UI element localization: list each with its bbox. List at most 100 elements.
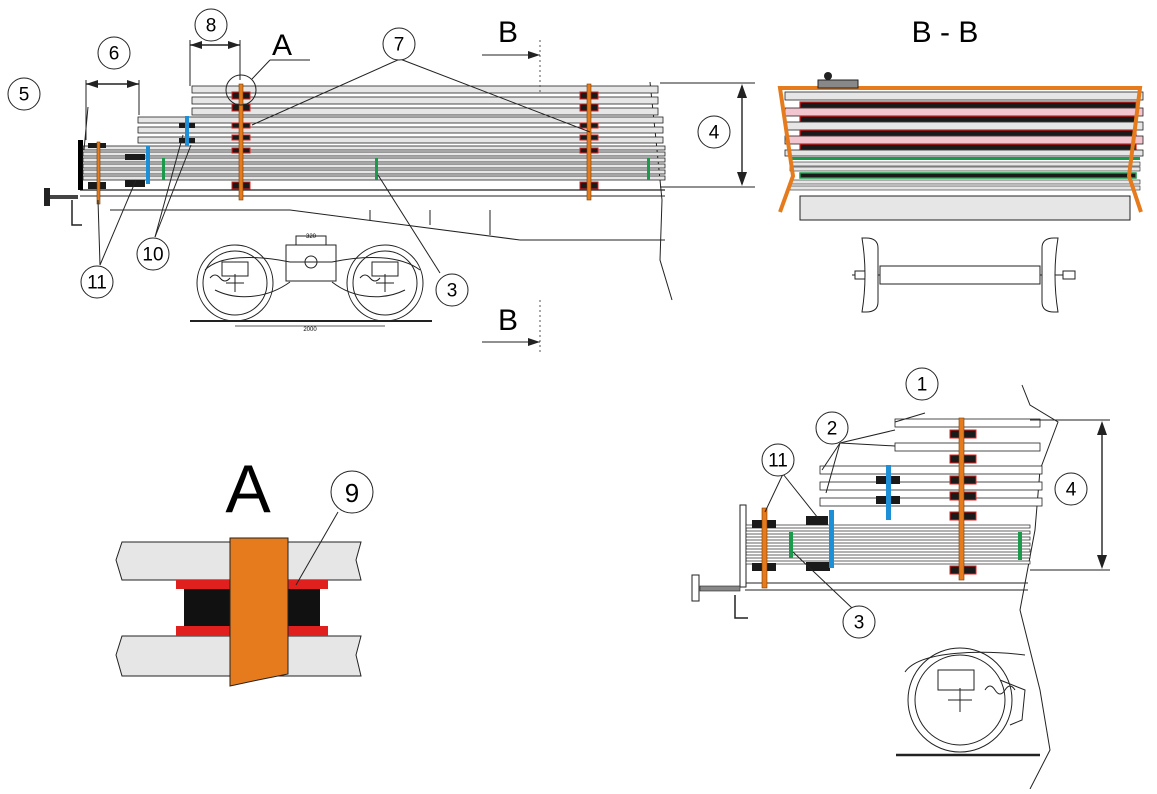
orange-strap-outline (777, 86, 1143, 213)
buffer-rod (699, 585, 741, 592)
leader-line (377, 174, 441, 274)
orange-stake (238, 83, 244, 201)
spacer-block (125, 154, 145, 160)
end-wall (78, 140, 83, 190)
section-b-b-view: B - B (777, 16, 1144, 313)
dimension-arrow (86, 80, 98, 88)
callout-10: 10 (142, 245, 163, 266)
detail-title: A (225, 451, 271, 527)
leader-line (764, 473, 784, 513)
callout-9: 9 (345, 478, 359, 508)
callout-circle (1054, 472, 1088, 506)
section-label-top: B (498, 16, 518, 49)
leader-line (295, 511, 339, 586)
callout-2: 2 (827, 419, 838, 440)
callout-circle (330, 470, 374, 514)
blue-clip (146, 146, 150, 184)
orange-stake (96, 141, 101, 205)
timber-bundle-lower (82, 145, 666, 181)
callout-circle (842, 605, 876, 639)
detail-a-leader (251, 59, 271, 80)
coupler-bracket (734, 595, 748, 619)
callout-circle (80, 265, 114, 299)
section-boards (784, 91, 1144, 191)
timber-bundle-lower (745, 524, 1031, 565)
callout-6: 6 (109, 44, 120, 65)
leader-line (97, 199, 101, 266)
leader-line (894, 412, 926, 423)
leader-line (251, 58, 401, 126)
dimension-arrow (737, 172, 747, 186)
bogie-drawing (190, 235, 432, 327)
wheel-partial (896, 647, 1040, 757)
dimension-arrow (737, 84, 747, 98)
callout-4-view2: 4 (1066, 480, 1077, 501)
leader-line (782, 473, 819, 519)
end-wall (739, 504, 747, 588)
spacer-block (806, 516, 828, 525)
buffer-rod (50, 195, 78, 199)
callout-11-view2: 11 (768, 451, 788, 472)
coupler-bracket (71, 200, 82, 226)
callout-circle (697, 115, 731, 149)
leader-line (99, 179, 137, 266)
callout-5: 5 (19, 85, 30, 106)
orange-stake (761, 507, 768, 589)
leader-line (839, 429, 896, 444)
callout-circle (761, 443, 795, 477)
dimension-arrow (190, 41, 202, 49)
leader-line (792, 551, 853, 609)
timber-bundle-middle (137, 116, 664, 144)
orange-stake (586, 83, 592, 201)
callout-circle (194, 8, 228, 42)
callout-circle (97, 36, 131, 70)
callout-3-main: 3 (447, 281, 458, 302)
blue-clip (829, 510, 834, 568)
callout-3-view2: 3 (854, 613, 865, 634)
callout-circle (136, 237, 170, 271)
leader-line (154, 134, 184, 238)
ratchet-knob (824, 72, 832, 80)
callout-circle (815, 411, 849, 445)
leader-line (839, 442, 896, 447)
dimension-arrow (127, 80, 139, 88)
wagon-floor-section (799, 195, 1131, 221)
green-clip (647, 158, 650, 180)
timber-bundle-top (894, 418, 1041, 452)
section-label-bottom: B (498, 304, 518, 337)
callout-circle (435, 273, 469, 307)
callout-circle (905, 367, 939, 401)
dimension-arrow (1097, 555, 1107, 569)
leader-line (821, 442, 841, 471)
blue-clip (886, 465, 891, 520)
wagon-sill-line (289, 209, 521, 241)
leader-line (83, 106, 89, 151)
detail-orange-stake (229, 537, 289, 687)
dimension-arrow (228, 41, 240, 49)
leader-line (825, 442, 841, 494)
detail-marker-label: A (272, 29, 292, 62)
green-clip (162, 158, 165, 180)
timber-bundle-middle (819, 465, 1043, 507)
leader-line (154, 144, 192, 238)
green-clip (375, 158, 378, 180)
section-arrow-head (528, 338, 540, 346)
callout-circle (382, 27, 416, 61)
bogie-base-dimension: 2000 (303, 327, 317, 333)
green-clip (789, 532, 793, 558)
detail-a-view: A 9 (115, 451, 374, 687)
spacer-block (806, 562, 830, 571)
dimension-arrow (1097, 421, 1107, 435)
buffer-plate (691, 574, 700, 602)
orange-stake (958, 417, 965, 581)
break-line (1019, 384, 1059, 790)
green-clip (1018, 532, 1022, 560)
callout-4-main: 4 (709, 123, 720, 144)
callout-1: 1 (917, 375, 928, 396)
second-side-view: 1 2 11 4 3 (691, 367, 1110, 790)
section-arrow-head (528, 51, 540, 59)
bogie-top-dimension: 320 (306, 234, 317, 240)
wheelset-section (852, 237, 1076, 313)
